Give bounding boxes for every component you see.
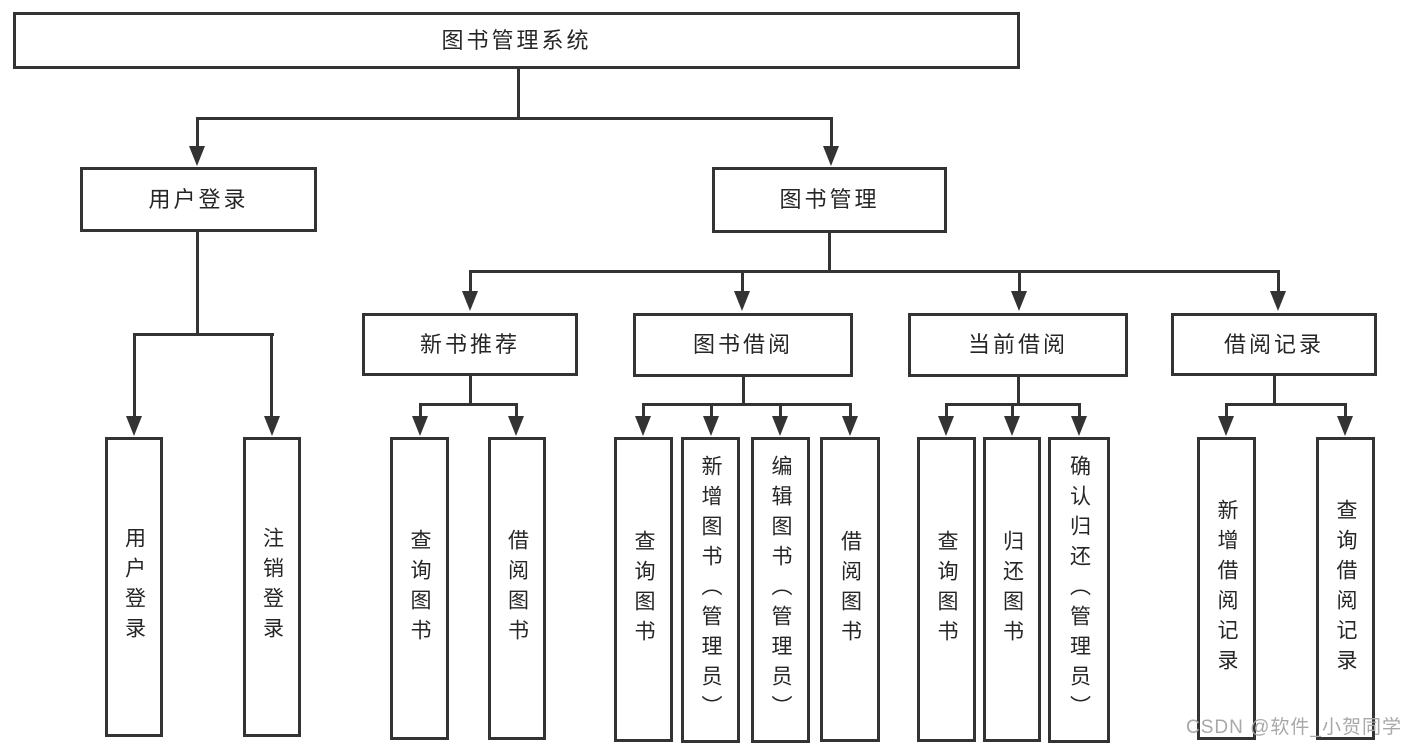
connector — [944, 403, 948, 418]
arrowhead — [189, 146, 205, 166]
node-user-login-leaf-label: 用户登录 — [122, 527, 146, 647]
node-borrow-books-borrowing: 借阅图书 — [820, 437, 880, 742]
connector — [741, 377, 745, 406]
node-query-books-current: 查询图书 — [917, 437, 976, 742]
node-borrow-books-recommend: 借阅图书 — [488, 437, 546, 740]
arrowhead — [842, 416, 858, 436]
connector — [514, 403, 518, 418]
node-book-management-label: 图书管理 — [779, 187, 880, 212]
node-current-borrowing: 当前借阅 — [908, 313, 1128, 377]
connector — [829, 117, 833, 148]
connector — [468, 270, 472, 293]
node-query-books-current-label: 查询图书 — [935, 529, 958, 650]
node-edit-books-admin: 编辑图书（管理员） — [751, 437, 810, 743]
node-logout-label: 注销登录 — [260, 527, 284, 647]
arrowhead — [1218, 416, 1234, 436]
node-return-books-label: 归还图书 — [1000, 529, 1024, 650]
node-borrow-records: 借阅记录 — [1171, 313, 1377, 376]
node-confirm-return-admin: 确认归还（管理员） — [1048, 437, 1110, 743]
connector — [468, 270, 1280, 273]
connector — [848, 403, 852, 418]
node-new-book-recommend-label: 新书推荐 — [419, 331, 520, 357]
connector — [1017, 270, 1021, 293]
node-user-login-label: 用户登录 — [148, 186, 249, 212]
watermark: CSDN @软件_小贺同学 — [1186, 717, 1402, 738]
connector — [1016, 377, 1020, 406]
node-add-borrow-record-label: 新增借阅记录 — [1215, 498, 1238, 679]
connector — [270, 333, 273, 418]
arrowhead — [126, 416, 142, 436]
arrowhead — [1270, 291, 1286, 311]
connector — [1077, 403, 1081, 418]
arrowhead — [1071, 416, 1087, 436]
connector — [641, 403, 645, 418]
node-root-label: 图书管理系统 — [441, 27, 592, 53]
node-edit-books-admin-label: 编辑图书（管理员） — [769, 455, 792, 725]
node-return-books: 归还图书 — [983, 437, 1041, 742]
arrowhead — [772, 416, 788, 436]
node-query-books-borrowing-label: 查询图书 — [632, 529, 655, 650]
node-book-borrowing-label: 图书借阅 — [692, 332, 793, 357]
connector — [778, 403, 782, 418]
node-new-book-recommend: 新书推荐 — [362, 313, 578, 376]
connector — [1010, 403, 1014, 418]
node-confirm-return-admin-label: 确认归还（管理员） — [1067, 455, 1091, 725]
arrowhead — [263, 416, 280, 436]
connector — [1276, 270, 1280, 293]
node-add-books-admin: 新增图书（管理员） — [681, 437, 740, 743]
node-user-login: 用户登录 — [80, 167, 317, 232]
node-query-books-borrowing: 查询图书 — [614, 437, 673, 742]
node-user-login-leaf: 用户登录 — [105, 437, 163, 737]
connector — [195, 232, 199, 336]
arrowhead — [1337, 416, 1353, 436]
connector — [195, 117, 199, 148]
connector — [132, 333, 274, 336]
node-logout: 注销登录 — [243, 437, 301, 737]
arrowhead — [1004, 416, 1020, 436]
connector — [195, 117, 833, 120]
node-borrow-books-borrowing-label: 借阅图书 — [838, 529, 862, 650]
arrowhead — [703, 416, 719, 436]
connector — [641, 403, 852, 406]
connector — [1343, 403, 1347, 418]
node-add-borrow-record: 新增借阅记录 — [1197, 437, 1256, 740]
node-book-management: 图书管理 — [712, 167, 947, 233]
node-borrow-records-label: 借阅记录 — [1223, 331, 1324, 357]
node-query-borrow-record: 查询借阅记录 — [1316, 437, 1375, 740]
node-borrow-books-recommend-label: 借阅图书 — [505, 528, 529, 649]
arrowhead — [938, 416, 954, 436]
node-query-borrow-record-label: 查询借阅记录 — [1334, 498, 1357, 679]
node-query-books-recommend: 查询图书 — [390, 437, 449, 740]
connector — [418, 403, 518, 406]
arrowhead — [823, 146, 839, 166]
arrowhead — [734, 291, 750, 311]
arrowhead — [412, 416, 428, 436]
connector — [132, 333, 136, 418]
connector — [709, 403, 713, 418]
connector — [1224, 403, 1347, 406]
arrowhead — [508, 416, 524, 436]
connector — [468, 376, 472, 406]
connector — [516, 69, 520, 120]
arrowhead — [635, 416, 651, 436]
node-root-system: 图书管理系统 — [13, 12, 1020, 69]
connector — [1224, 403, 1228, 418]
node-add-books-admin-label: 新增图书（管理员） — [699, 455, 722, 725]
arrowhead — [462, 291, 478, 311]
connector — [740, 270, 744, 293]
connector — [827, 233, 831, 273]
node-query-books-recommend-label: 查询图书 — [408, 528, 431, 649]
connector — [1272, 376, 1276, 406]
arrowhead — [1011, 291, 1027, 311]
connector — [418, 403, 422, 418]
node-current-borrowing-label: 当前借阅 — [967, 332, 1068, 357]
node-book-borrowing: 图书借阅 — [633, 313, 853, 377]
